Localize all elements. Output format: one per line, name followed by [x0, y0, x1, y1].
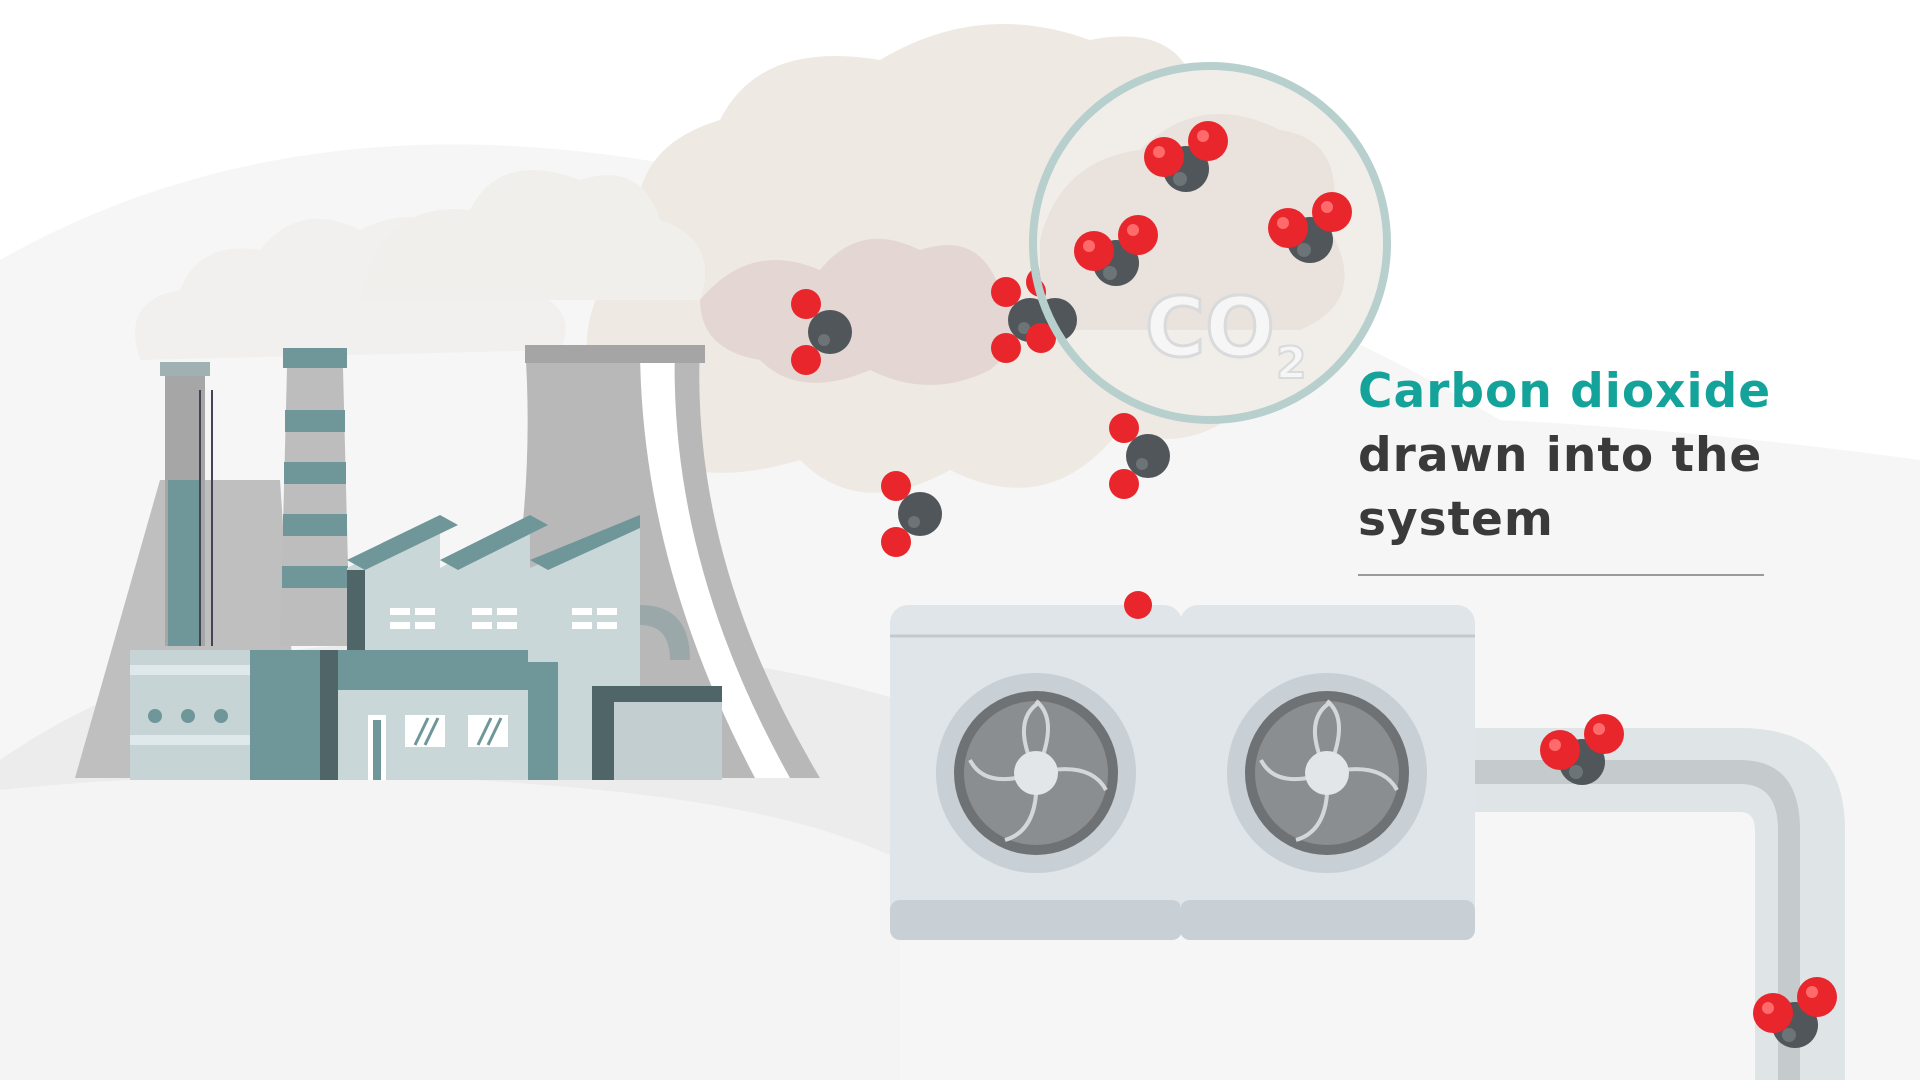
- caption: Carbon dioxide drawn into the system: [1358, 360, 1778, 552]
- caption-highlight: Carbon dioxide: [1358, 364, 1772, 419]
- capture-unit: [1180, 605, 1475, 940]
- fan-icon: [1227, 673, 1427, 873]
- capture-unit: [890, 605, 1182, 940]
- co2-formula: CO: [1145, 281, 1275, 376]
- caption-line-3: system: [1358, 492, 1554, 547]
- co2-formula-subscript: 2: [1276, 338, 1307, 389]
- pipe-icon: [1470, 728, 1845, 1080]
- chimney-icon: [160, 362, 213, 646]
- caption-divider: [1358, 574, 1764, 576]
- magnifier-icon: CO 2: [1029, 62, 1391, 424]
- caption-line-2: drawn into the: [1358, 428, 1763, 483]
- co2-molecules: [791, 267, 1837, 1048]
- factory-icon: [75, 345, 820, 780]
- fan-icon: [936, 673, 1136, 873]
- chimney-icon: [280, 348, 350, 646]
